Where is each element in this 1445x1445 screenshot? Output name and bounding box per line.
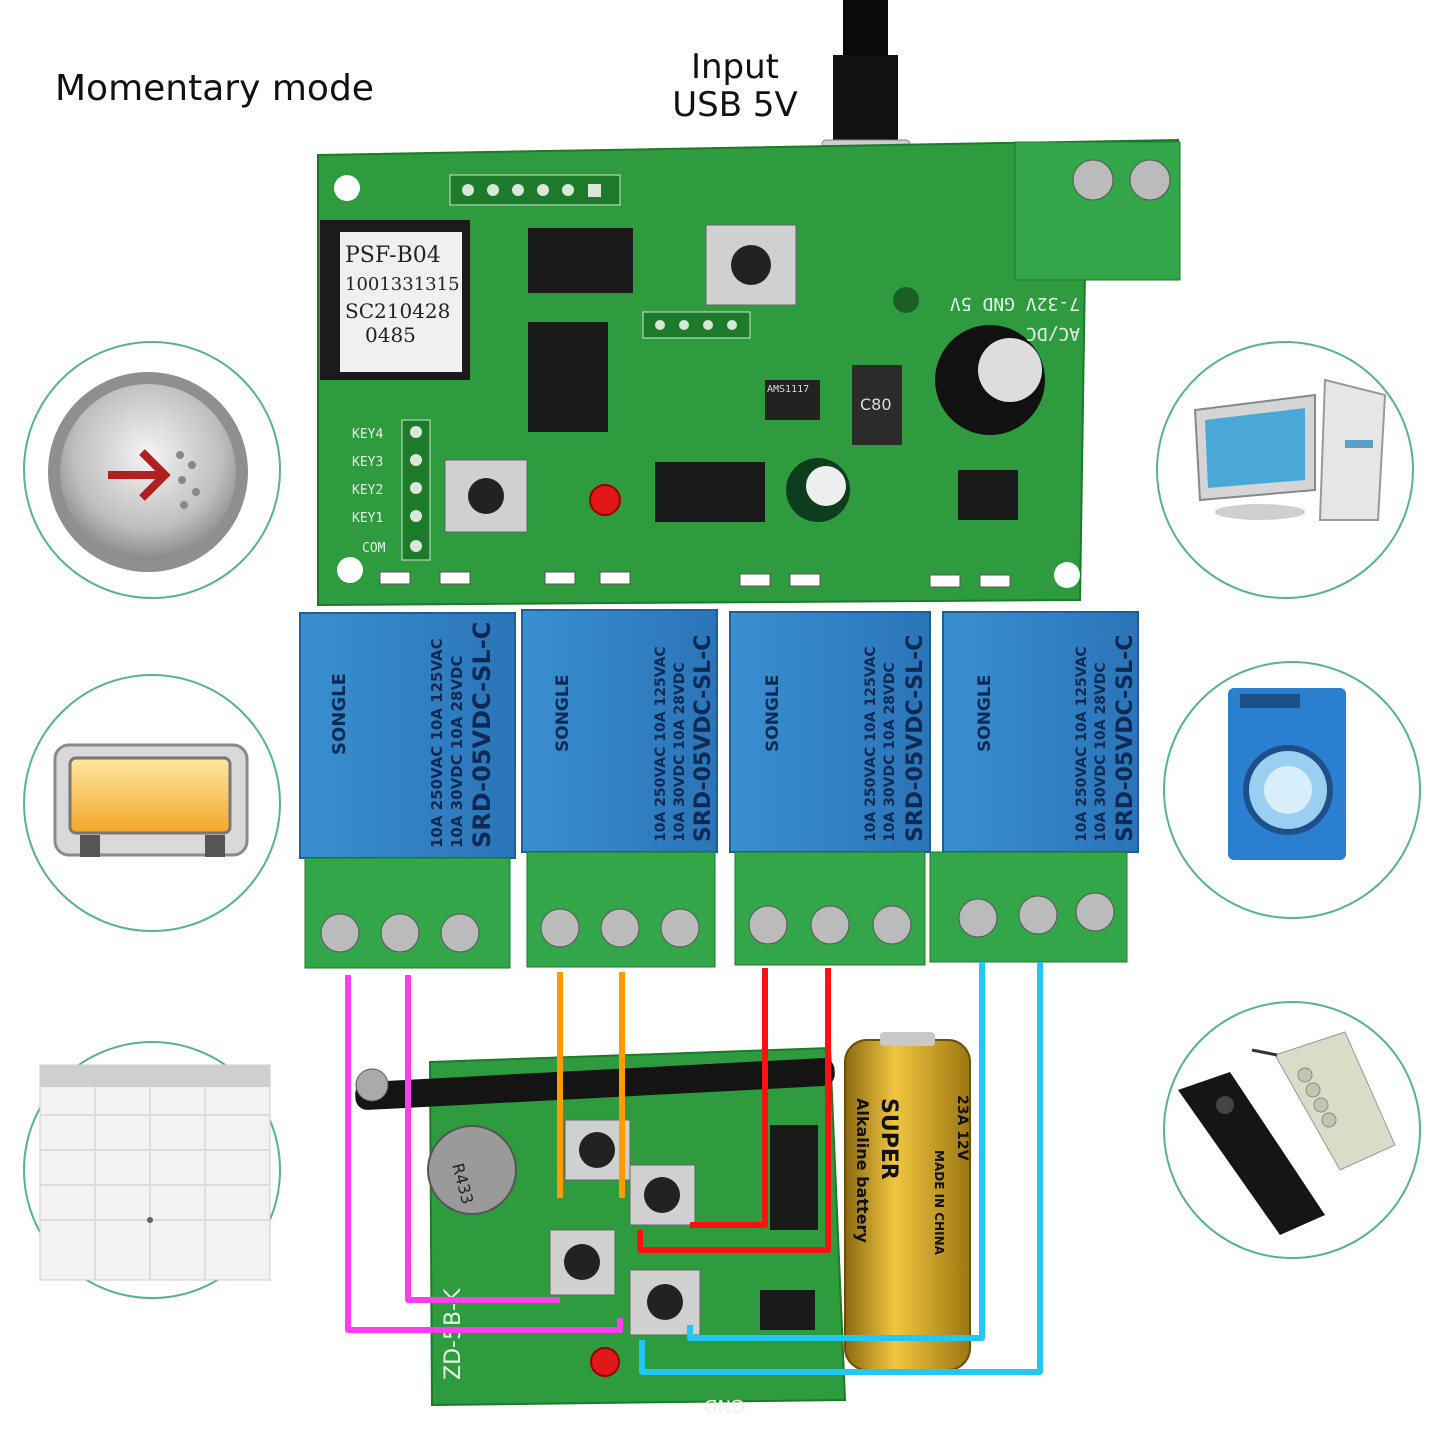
appliance-elevator-button bbox=[23, 341, 281, 599]
relay-2-model: SRD-05VDC-SL-C bbox=[691, 635, 716, 842]
relay-3-rating2: 10A 30VDC 10A 28VDC bbox=[882, 662, 898, 842]
module-batch: 0485 bbox=[365, 323, 416, 347]
appliance-desktop-computer bbox=[1156, 341, 1414, 599]
battery-origin: MADE IN CHINA bbox=[932, 1150, 946, 1256]
module-serial: 1001331315 bbox=[345, 274, 460, 295]
garage-door-icon bbox=[39, 1064, 271, 1281]
battery-brand: SUPER bbox=[876, 1098, 901, 1180]
relay-1-rating1: 10A 250VAC 10A 125VAC bbox=[428, 638, 446, 848]
appliance-garage-door bbox=[23, 1041, 281, 1299]
key3-label: KEY3 bbox=[352, 455, 383, 470]
relay-1: SRD-05VDC-SL-C 10A 250VAC 10A 125VAC 10A… bbox=[299, 612, 516, 969]
appliance-remote-controls bbox=[1163, 1001, 1421, 1259]
washing-machine-icon bbox=[1228, 688, 1346, 860]
wire-relay4-b bbox=[639, 962, 1043, 1375]
input-label-line1: Input bbox=[690, 47, 780, 87]
relay-1-brand: SONGLE bbox=[329, 673, 350, 755]
key4-label: KEY4 bbox=[352, 427, 383, 442]
input-label-line2: USB 5V bbox=[672, 85, 798, 125]
page-title: Momentary mode bbox=[55, 68, 374, 109]
wire-relay1-a bbox=[345, 975, 623, 1333]
battery-model: 23A 12V bbox=[954, 1095, 970, 1161]
wire-relay4-a bbox=[687, 962, 985, 1341]
regulator-label: AMS1117 bbox=[767, 384, 809, 395]
appliance-washing-machine bbox=[1163, 661, 1421, 919]
battery-subtitle: Alkaline battery bbox=[853, 1098, 872, 1243]
relay-2-rating2: 10A 30VDC 10A 28VDC bbox=[672, 662, 688, 842]
inductor-label: C80 bbox=[860, 395, 892, 414]
module-model: PSF-B04 bbox=[345, 243, 441, 268]
relay-board: PSF-B04 1001331315 SC210428 0485 AMS1117… bbox=[317, 138, 1181, 607]
relay-3: SRD-05VDC-SL-C 10A 250VAC 10A 125VAC 10A… bbox=[729, 611, 931, 966]
relay-1-rating2: 10A 30VDC 10A 28VDC bbox=[448, 655, 466, 848]
input-label: Input USB 5V bbox=[660, 48, 810, 124]
remote-board-label: ZD-5B-K bbox=[441, 1288, 466, 1380]
appliance-toaster-oven bbox=[23, 674, 281, 932]
relay-1-model: SRD-05VDC-SL-C bbox=[468, 622, 496, 848]
relay-4-rating2: 10A 30VDC 10A 28VDC bbox=[1093, 662, 1109, 842]
relay-3-rating1: 10A 250VAC 10A 125VAC bbox=[863, 646, 879, 842]
relay-4-rating1: 10A 250VAC 10A 125VAC bbox=[1074, 646, 1090, 842]
relay-array: SRD-05VDC-SL-C 10A 250VAC 10A 125VAC 10A… bbox=[299, 609, 1139, 969]
relay-2-rating1: 10A 250VAC 10A 125VAC bbox=[653, 646, 669, 842]
wire-relay3-a bbox=[690, 968, 768, 1228]
com-label: COM bbox=[362, 541, 386, 556]
wires bbox=[345, 962, 1043, 1375]
wire-relay1-b bbox=[405, 975, 560, 1303]
relay-4-model: SRD-05VDC-SL-C bbox=[1113, 635, 1138, 842]
desktop-computer-icon bbox=[1193, 378, 1387, 521]
remote-gnd-label: GND bbox=[704, 1395, 745, 1416]
power-type-label: AC/DC bbox=[1026, 323, 1080, 344]
relay-2-brand: SONGLE bbox=[553, 675, 573, 752]
module-code: SC210428 bbox=[345, 299, 450, 323]
relay-4-brand: SONGLE bbox=[975, 675, 995, 752]
power-label: 7-32V GND 5V bbox=[950, 293, 1080, 314]
key2-label: KEY2 bbox=[352, 483, 383, 498]
elevator-button-icon bbox=[48, 372, 248, 572]
wire-relay3-b bbox=[637, 968, 831, 1253]
remote-control-icon bbox=[1178, 1031, 1396, 1235]
remote-board: R433 ZD-5B-K GND SUPER Alkaline battery … bbox=[355, 1032, 971, 1416]
relay-2: SRD-05VDC-SL-C 10A 250VAC 10A 125VAC 10A… bbox=[521, 609, 718, 968]
relay-3-brand: SONGLE bbox=[763, 675, 783, 752]
toaster-oven-icon bbox=[53, 743, 249, 857]
relay-4: SRD-05VDC-SL-C 10A 250VAC 10A 125VAC 10A… bbox=[929, 611, 1139, 963]
key1-label: KEY1 bbox=[352, 511, 383, 526]
relay-3-model: SRD-05VDC-SL-C bbox=[903, 635, 928, 842]
